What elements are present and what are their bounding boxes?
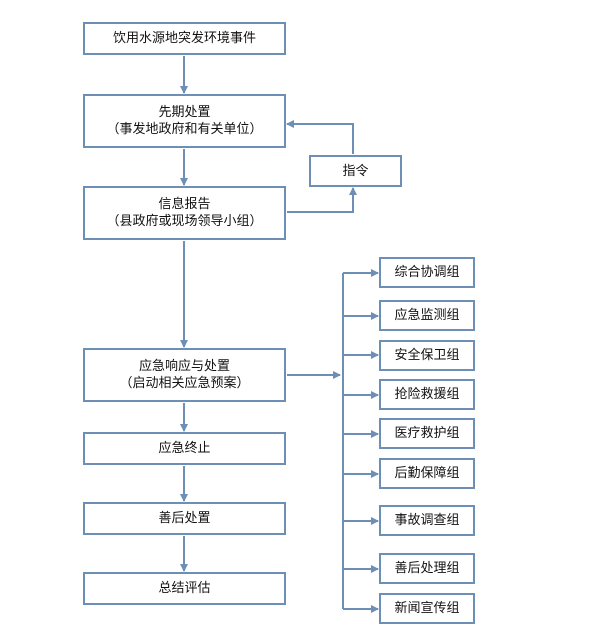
- command-box: 指令: [309, 155, 402, 187]
- initial-response-box: 先期处置 （事发地政府和有关单位）: [83, 94, 286, 148]
- emergency-response-box: 应急响应与处置 （启动相关应急预案）: [83, 348, 286, 402]
- info-report-box: 信息报告 （县政府或现场领导小组）: [83, 186, 286, 240]
- summary-box: 总结评估: [83, 572, 286, 605]
- emergency-response-subtitle: （启动相关应急预案）: [119, 376, 250, 391]
- info-report-title: 信息报告: [158, 197, 211, 212]
- initial-response-subtitle: （事发地政府和有关单位）: [106, 122, 263, 137]
- group-label: 善后处理组: [394, 561, 460, 576]
- group-box-aftermath: 善后处理组: [379, 553, 475, 584]
- emergency-response-title: 应急响应与处置: [138, 359, 230, 374]
- group-box-investigation: 事故调查组: [379, 505, 475, 536]
- arrow-report-to-command: [287, 187, 357, 213]
- initial-response-title: 先期处置: [158, 105, 211, 120]
- emergency-end-text: 应急终止: [158, 441, 211, 456]
- aftermath-text: 善后处置: [158, 511, 211, 526]
- event-box: 饮用水源地突发环境事件: [83, 22, 286, 55]
- group-label: 应急监测组: [394, 308, 460, 323]
- summary-text: 总结评估: [158, 581, 211, 596]
- command-text: 指令: [342, 163, 369, 179]
- info-report-subtitle: （县政府或现场领导小组）: [106, 214, 263, 229]
- group-box-coordination: 综合协调组: [379, 257, 475, 288]
- group-label: 综合协调组: [394, 265, 460, 280]
- group-label: 事故调查组: [394, 513, 460, 528]
- group-box-logistics: 后勤保障组: [379, 458, 475, 489]
- group-label: 医疗救护组: [394, 426, 460, 441]
- group-label: 安全保卫组: [394, 348, 460, 363]
- group-box-rescue: 抢险救援组: [379, 379, 475, 410]
- group-box-publicity: 新闻宣传组: [379, 593, 475, 624]
- group-box-medical: 医疗救护组: [379, 418, 475, 449]
- emergency-end-box: 应急终止: [83, 432, 286, 465]
- aftermath-box: 善后处置: [83, 502, 286, 535]
- group-label: 抢险救援组: [394, 387, 460, 402]
- event-box-text: 饮用水源地突发环境事件: [112, 31, 256, 46]
- group-label: 新闻宣传组: [394, 601, 460, 616]
- group-box-security: 安全保卫组: [379, 340, 475, 371]
- group-box-monitoring: 应急监测组: [379, 300, 475, 331]
- arrow-command-to-initial: [286, 120, 354, 154]
- group-label: 后勤保障组: [394, 466, 460, 481]
